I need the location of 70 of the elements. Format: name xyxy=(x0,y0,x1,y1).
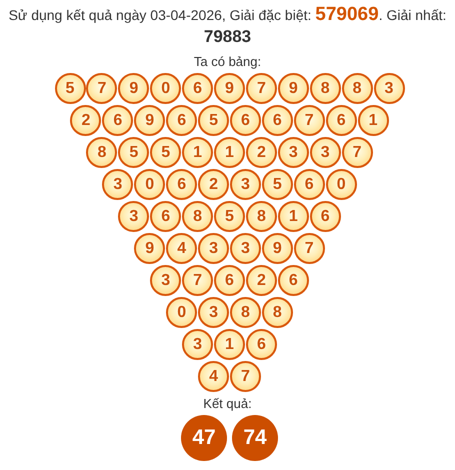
section-label: Ta có bảng: xyxy=(194,54,262,70)
number-ball: 8 xyxy=(246,200,277,232)
number-ball: 6 xyxy=(262,104,293,136)
number-ball: 0 xyxy=(166,296,198,328)
number-ball: 7 xyxy=(230,360,261,392)
number-ball: 3 xyxy=(278,136,309,168)
number-ball: 3 xyxy=(102,168,134,200)
number-ball: 7 xyxy=(294,232,325,264)
number-ball: 3 xyxy=(230,232,261,264)
number-ball: 5 xyxy=(118,136,150,168)
number-ball: 3 xyxy=(118,200,150,232)
number-ball: 9 xyxy=(134,232,166,264)
number-ball: 8 xyxy=(86,136,118,168)
number-ball: 6 xyxy=(102,104,134,136)
number-ball: 3 xyxy=(182,328,214,360)
number-ball: 8 xyxy=(230,296,261,328)
number-ball: 7 xyxy=(86,72,118,104)
title-text: Sử dụng kết quả ngày 03-04-2026, Giải đặc biệt: 579069. Giải nhất: 79883 xyxy=(8,4,448,48)
number-ball: 8 xyxy=(310,72,341,104)
number-ball: 5 xyxy=(214,200,245,232)
number-ball: 5 xyxy=(262,168,293,200)
number-ball: 3 xyxy=(198,232,230,264)
number-ball: 9 xyxy=(214,72,245,104)
number-ball: 2 xyxy=(246,136,277,168)
result-ball: 74 xyxy=(232,415,278,461)
number-ball: 9 xyxy=(118,72,150,104)
number-ball: 3 xyxy=(230,168,261,200)
number-ball: 5 xyxy=(150,136,182,168)
number-ball: 5 xyxy=(54,72,86,104)
number-ball: 6 xyxy=(278,264,309,296)
number-ball: 0 xyxy=(326,168,357,200)
number-ball: 7 xyxy=(246,72,277,104)
number-ball: 6 xyxy=(246,328,277,360)
number-ball: 0 xyxy=(150,72,182,104)
number-ball: 7 xyxy=(342,136,373,168)
number-ball: 4 xyxy=(166,232,198,264)
number-ball: 5 xyxy=(198,104,230,136)
number-ball: 6 xyxy=(166,168,198,200)
number-ball: 6 xyxy=(182,72,214,104)
result-ball: 47 xyxy=(181,415,227,461)
number-ball: 1 xyxy=(182,136,214,168)
number-ball: 9 xyxy=(278,72,309,104)
number-ball: 0 xyxy=(134,168,166,200)
number-ball: 3 xyxy=(198,296,230,328)
section-label: Kết quả: xyxy=(203,396,252,412)
number-ball: 8 xyxy=(342,72,373,104)
number-ball: 2 xyxy=(70,104,102,136)
number-ball: 6 xyxy=(150,200,182,232)
number-ball: 3 xyxy=(310,136,341,168)
number-ball: 8 xyxy=(262,296,293,328)
number-ball: 1 xyxy=(214,328,245,360)
number-ball: 6 xyxy=(326,104,357,136)
number-ball: 9 xyxy=(134,104,166,136)
number-ball: 1 xyxy=(358,104,389,136)
number-ball: 6 xyxy=(230,104,261,136)
number-ball: 3 xyxy=(150,264,182,296)
number-ball: 7 xyxy=(294,104,325,136)
number-ball: 6 xyxy=(310,200,341,232)
number-ball: 1 xyxy=(214,136,245,168)
number-ball: 2 xyxy=(198,168,230,200)
number-ball: 6 xyxy=(166,104,198,136)
number-ball: 6 xyxy=(294,168,325,200)
number-ball: 6 xyxy=(214,264,245,296)
number-ball: 3 xyxy=(374,72,404,104)
number-ball: 2 xyxy=(246,264,277,296)
number-ball: 1 xyxy=(278,200,309,232)
number-ball: 4 xyxy=(198,360,230,392)
number-ball: 7 xyxy=(182,264,214,296)
number-ball: 9 xyxy=(262,232,293,264)
number-ball: 8 xyxy=(182,200,214,232)
